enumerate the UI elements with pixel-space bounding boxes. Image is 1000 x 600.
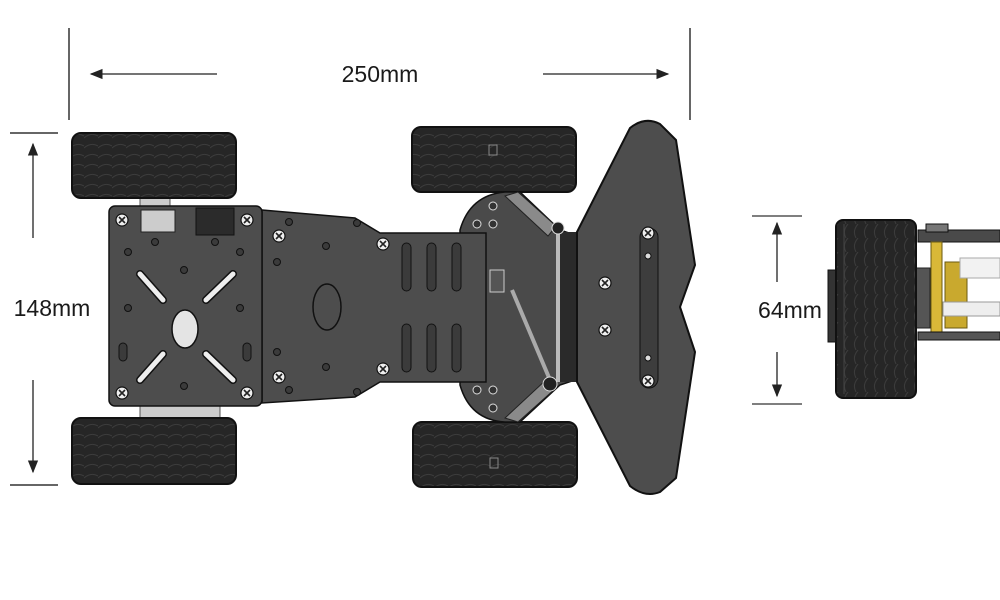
- front-bumper: [576, 119, 697, 495]
- front-left-wheel: [411, 126, 577, 193]
- tire-mark: [489, 457, 499, 469]
- length-dimension: 250mm: [68, 28, 691, 120]
- width-label: 148mm: [14, 295, 91, 321]
- standoff: [930, 241, 943, 339]
- height-dimension: 64mm: [752, 215, 822, 405]
- switch-housing: [140, 209, 176, 233]
- middle-plate: [261, 209, 487, 404]
- servo-horn: [489, 269, 505, 293]
- side-wheel: [835, 219, 917, 399]
- top-plate: [917, 229, 1000, 243]
- wheels: [71, 126, 578, 488]
- steering-assembly: [459, 191, 578, 423]
- rear-left-wheel: [71, 132, 237, 199]
- bumper-mount: [560, 232, 578, 382]
- width-dimension: 148mm: [10, 132, 91, 486]
- side-view: [827, 219, 1000, 399]
- height-label: 64mm: [758, 297, 822, 323]
- front-right-wheel: [412, 421, 578, 488]
- power-switch: [195, 207, 235, 236]
- battery: [942, 301, 1000, 317]
- rear-plate: [108, 205, 263, 407]
- bottom-plate: [917, 331, 1000, 341]
- tire-mark: [488, 144, 498, 156]
- length-label: 250mm: [342, 61, 419, 87]
- rear-right-wheel: [71, 417, 237, 485]
- servo-link: [510, 289, 552, 381]
